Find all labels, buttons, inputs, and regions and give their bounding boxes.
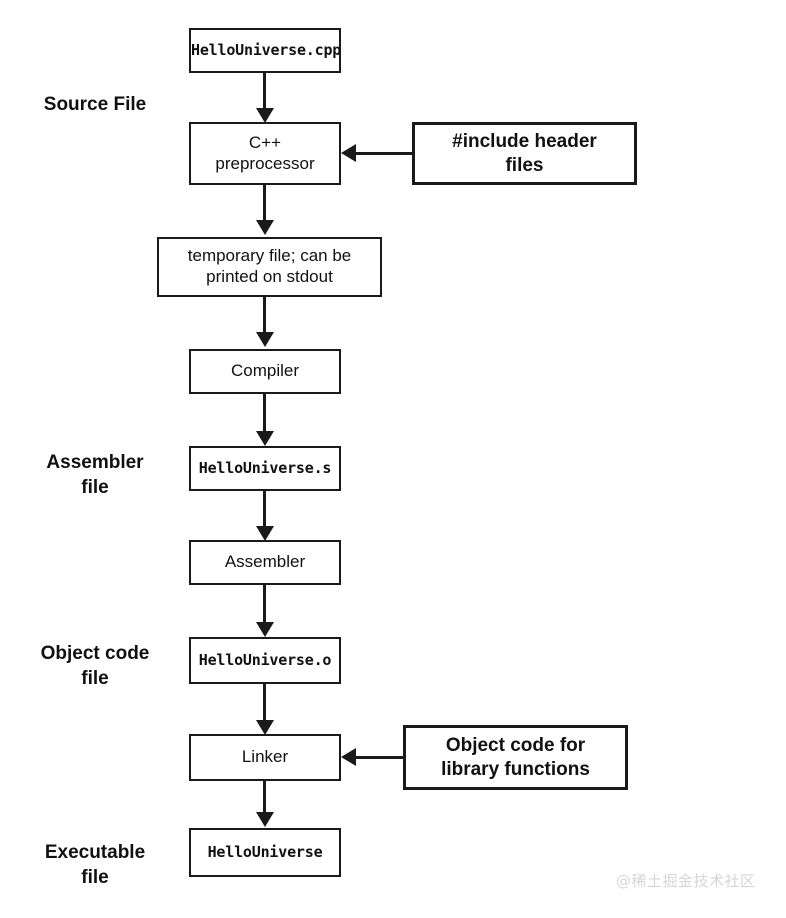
edge-linker-to-executable-arrow	[256, 812, 274, 827]
edge-assembler-to-object-line	[263, 585, 266, 625]
node-library-object-code-label: Object code for library functions	[441, 735, 590, 780]
edge-preprocessor-to-temp-line	[263, 185, 266, 223]
edge-include-to-preprocessor-arrow	[341, 144, 356, 162]
node-source-cpp[interactable]: HelloUniverse.cpp	[189, 28, 341, 73]
edge-preprocessor-to-temp-arrow	[256, 220, 274, 235]
node-compiler[interactable]: Compiler	[189, 349, 341, 394]
node-object-file[interactable]: HelloUniverse.o	[189, 637, 341, 684]
edge-linker-to-executable-line	[263, 781, 266, 813]
stage-label-assembler-file: Assembler file	[46, 452, 144, 499]
node-temporary-file-label: temporary file; can be printed on stdout	[187, 246, 352, 286]
edge-temp-to-compiler-line	[263, 297, 266, 335]
stage-label-executable-file: Executable file	[44, 842, 146, 889]
edge-compiler-to-assembly-line	[263, 394, 266, 434]
node-preprocessor[interactable]: C++ preprocessor	[189, 122, 341, 185]
edge-assembly-to-assembler-arrow	[256, 526, 274, 541]
node-assembler[interactable]: Assembler	[189, 540, 341, 585]
node-temporary-file[interactable]: temporary file; can be printed on stdout	[157, 237, 382, 297]
edge-source-to-preprocessor-line	[263, 73, 266, 112]
edge-library-to-linker-arrow	[341, 748, 356, 766]
node-executable-label: HelloUniverse	[207, 843, 323, 862]
node-assembly-file-label: HelloUniverse.s	[198, 459, 332, 478]
edge-include-to-preprocessor-line	[355, 152, 412, 155]
stage-label-object-code-file: Object code file	[40, 643, 150, 690]
node-source-cpp-label: HelloUniverse.cpp	[191, 41, 342, 60]
node-object-file-label: HelloUniverse.o	[198, 651, 332, 670]
node-compiler-label: Compiler	[230, 361, 300, 381]
edge-object-to-linker-arrow	[256, 720, 274, 735]
stage-label-source-file: Source File	[43, 94, 147, 115]
edge-source-to-preprocessor-arrow	[256, 108, 274, 123]
edge-assembly-to-assembler-line	[263, 491, 266, 531]
edge-object-to-linker-line	[263, 684, 266, 724]
node-library-object-code[interactable]: Object code for library functions	[403, 725, 628, 790]
node-linker[interactable]: Linker	[189, 734, 341, 781]
edge-library-to-linker-line	[355, 756, 403, 759]
edge-assembler-to-object-arrow	[256, 622, 274, 637]
edge-compiler-to-assembly-arrow	[256, 431, 274, 446]
edge-temp-to-compiler-arrow	[256, 332, 274, 347]
node-executable[interactable]: HelloUniverse	[189, 828, 341, 877]
node-include-headers-label: #include header files	[452, 131, 597, 176]
node-assembler-label: Assembler	[224, 552, 306, 572]
node-linker-label: Linker	[241, 747, 289, 767]
node-assembly-file[interactable]: HelloUniverse.s	[189, 446, 341, 491]
node-preprocessor-label: C++ preprocessor	[215, 132, 315, 173]
node-include-headers[interactable]: #include header files	[412, 122, 637, 185]
watermark-text: @稀土掘金技术社区	[616, 872, 756, 890]
